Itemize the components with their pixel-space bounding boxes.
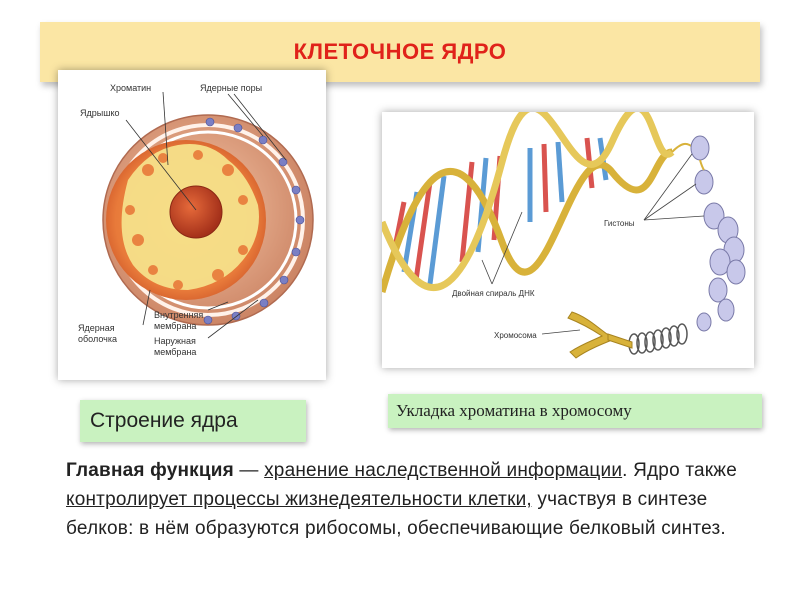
nucleus-caption: Строение ядра — [90, 409, 238, 432]
chromosome-diagram: Гистоны Двойная спираль ДНК Хромосома — [382, 112, 746, 359]
label-outer-membrane-1: Наружная — [154, 336, 196, 346]
label-nuclear-envelope-2: оболочка — [78, 334, 117, 344]
chromosome-shape — [567, 311, 633, 359]
nucleolus-shape — [169, 185, 223, 239]
label-chromosome: Хромосома — [494, 331, 537, 340]
label-dna-helix: Двойная спираль ДНК — [452, 289, 535, 298]
dna-helix-shape — [382, 112, 675, 293]
text-segment-2: участвуя в синтезе белков: в нём образую… — [66, 489, 726, 539]
label-outer-membrane-2: мембрана — [154, 347, 196, 357]
chromosome-figure: Гистоны Двойная спираль ДНК Хромосома — [382, 112, 754, 368]
chromosome-caption-box: Укладка хроматина в хромосому — [388, 394, 762, 428]
label-nucleolus: Ядрышко — [80, 108, 120, 118]
label-nuclear-pores: Ядерные поры — [200, 83, 262, 93]
label-nuclear-envelope-1: Ядерная — [78, 323, 115, 333]
coiled-fiber-shape — [628, 323, 688, 355]
text-segment-1: . Ядро также — [622, 460, 737, 481]
page-title: КЛЕТОЧНОЕ ЯДРО — [293, 39, 507, 64]
hereditary-info-phrase: хранение наследственной информации — [264, 460, 623, 481]
main-function-paragraph: Главная функция — хранение наследственно… — [66, 456, 766, 543]
nucleus-caption-box: Строение ядра — [80, 400, 306, 442]
nuclear-pores-shapes — [203, 117, 305, 325]
label-histones: Гистоны — [604, 219, 635, 228]
main-function-term: Главная функция — [66, 460, 234, 481]
label-inner-membrane-2: мембрана — [154, 321, 196, 331]
nucleus-figure: Хроматин Ядерные поры Ядрышко Внутренняя… — [58, 70, 326, 380]
nucleus-diagram: Хроматин Ядерные поры Ядрышко Внутренняя… — [78, 83, 314, 357]
controls-processes-phrase: контролирует процессы жизнедеятельности … — [66, 489, 532, 510]
label-chromatin: Хроматин — [110, 83, 151, 93]
chromosome-caption: Укладка хроматина в хромосому — [396, 401, 632, 420]
histones-shape — [690, 135, 746, 332]
dash: — — [233, 460, 265, 481]
label-inner-membrane-1: Внутренняя — [154, 310, 203, 320]
